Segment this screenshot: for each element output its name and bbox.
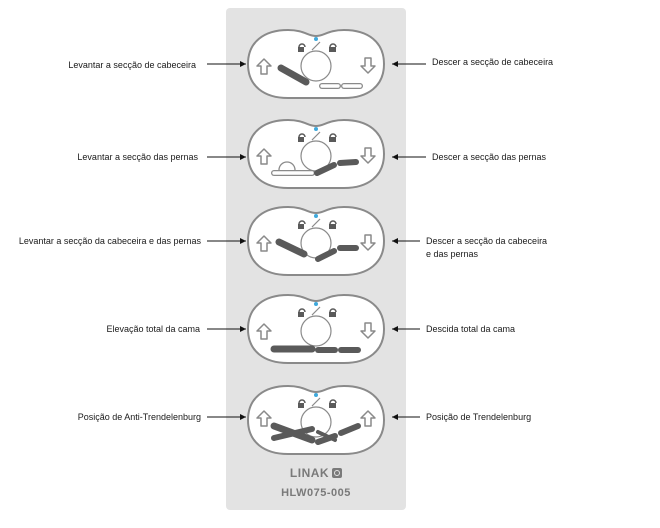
pointer-right-3	[392, 238, 420, 244]
up-arrow-icon	[256, 410, 272, 427]
status-led	[314, 214, 318, 218]
label-raise-leg-section: Levantar a secção das pernas	[77, 152, 198, 162]
brand-logo-mark	[332, 468, 343, 478]
pointer-left-2	[207, 154, 246, 160]
divider-slash	[311, 41, 321, 51]
label-raise-head-section: Levantar a secção de cabeceira	[68, 60, 196, 70]
label-total-bed-lower: Descida total da cama	[426, 324, 516, 334]
control-button-2[interactable]	[246, 118, 386, 189]
unlock-icon-body	[298, 137, 304, 142]
pointer-left-1	[207, 61, 246, 67]
lock-icon	[329, 133, 337, 138]
lock-icon-body	[329, 312, 336, 317]
pointer-right-1	[392, 61, 426, 67]
leg-segment	[338, 423, 361, 436]
status-led	[314, 393, 318, 397]
control-button-1[interactable]	[246, 28, 386, 99]
status-led	[314, 37, 318, 41]
label-total-bed-raise: Elevação total da cama	[106, 324, 200, 334]
control-button-3[interactable]	[246, 205, 386, 276]
pointer-left-3	[207, 238, 246, 244]
leg-segment	[337, 159, 359, 166]
center-button-ring	[300, 315, 332, 347]
up-arrow-icon	[256, 148, 272, 165]
label-lower-head-section: Descer a secção de cabeceira	[432, 57, 554, 67]
unlock-icon	[298, 399, 306, 404]
pointer-right-4	[392, 326, 420, 332]
lock-icon	[329, 43, 337, 48]
divider-slash	[311, 397, 321, 407]
pointer-left-5	[207, 414, 246, 420]
middle-segment-alt	[316, 430, 337, 442]
lock-icon	[329, 220, 337, 225]
down-arrow-icon	[360, 57, 376, 74]
brand-logo: LINAK	[226, 466, 406, 480]
middle-segment	[314, 162, 337, 176]
label-lower-head-and-leg: Descer a secção da cabeceira e das perna…	[426, 236, 548, 259]
pillow-icon	[278, 161, 296, 171]
divider-slash	[311, 218, 321, 228]
up-arrow-icon	[256, 58, 272, 75]
label-trendelenburg: Posição de Trendelenburg	[426, 412, 532, 422]
lock-icon-body	[329, 403, 336, 408]
model-number: HLW075-005	[281, 487, 351, 499]
down-arrow-icon	[360, 234, 376, 251]
down-arrow-icon	[360, 147, 376, 164]
lock-icon-body	[329, 47, 336, 52]
down-arrow-icon	[360, 322, 376, 339]
head-segment	[275, 238, 308, 258]
up-arrow-icon	[256, 323, 272, 340]
unlock-icon-body	[298, 403, 304, 408]
pointer-right-2	[392, 154, 426, 160]
lock-icon-body	[329, 137, 336, 142]
lock-icon	[329, 308, 337, 313]
pointer-left-4	[207, 326, 246, 332]
unlock-icon	[298, 133, 306, 138]
unlock-icon-body	[298, 312, 304, 317]
status-led	[314, 127, 318, 131]
label-lower-leg-section: Descer a secção das pernas	[432, 152, 547, 162]
up-arrow-icon	[256, 235, 272, 252]
unlock-icon-body	[298, 47, 304, 52]
unlock-icon	[298, 43, 306, 48]
middle-segment	[315, 248, 337, 262]
head-segment	[277, 64, 310, 86]
label-raise-head-and-leg: Levantar a secção da cabeceira e das per…	[18, 236, 201, 246]
divider-slash	[311, 131, 321, 141]
status-led	[314, 302, 318, 306]
lock-icon	[329, 399, 337, 404]
unlock-icon	[298, 308, 306, 313]
up-arrow-icon	[360, 410, 376, 427]
control-button-4[interactable]	[246, 293, 386, 364]
center-button-ring	[300, 50, 332, 82]
unlock-icon-body	[298, 224, 304, 229]
lock-icon-body	[329, 224, 336, 229]
divider-slash	[311, 306, 321, 316]
label-anti-trendelenburg: Posição de Anti-Trendelenburg	[77, 412, 201, 422]
control-button-5[interactable]	[246, 384, 386, 455]
pointer-right-5	[392, 414, 420, 420]
unlock-icon	[298, 220, 306, 225]
head-segment-high	[271, 426, 315, 441]
